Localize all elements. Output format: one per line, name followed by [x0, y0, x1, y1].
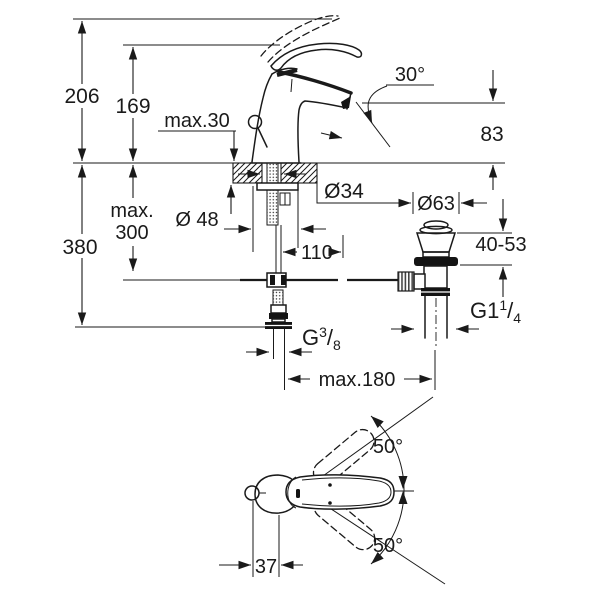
dim-depth-total: 380 — [62, 236, 97, 259]
spout-top-edge — [277, 70, 353, 95]
dim-rod-max-2: 300 — [115, 222, 148, 244]
adjuster-knob — [397, 271, 415, 292]
dim-swivel-bottom: 50° — [373, 535, 403, 557]
dim-waste-thread: G11/4 — [470, 297, 521, 326]
faucet-body — [247, 42, 363, 164]
dim-handle-offset: 37 — [255, 556, 277, 578]
popup-rod-stem — [257, 127, 268, 148]
stopper-cap — [423, 220, 449, 230]
dim-waste-flange: Ø63 — [417, 193, 455, 215]
side-view-faucet — [73, 15, 505, 390]
top-view-faucet: 50° 50° 37 — [219, 396, 446, 585]
lever-joint-band — [276, 68, 298, 77]
lever-handle-side — [270, 42, 363, 71]
rod-port — [413, 273, 426, 290]
rubber-gasket — [414, 257, 458, 266]
aerator — [341, 96, 351, 109]
dim-clamp-range: 40-53 — [475, 234, 526, 256]
dim-spout-height: 83 — [480, 123, 503, 146]
dimensions-upper: 206 169 max.30 30° 83 Ø34 max. 300 380 — [62, 21, 527, 391]
dim-deck-max: max.30 — [164, 110, 230, 132]
dim-height-total: 206 — [64, 85, 99, 108]
popup-waste-assembly — [397, 220, 458, 348]
dim-supply-thread: G3/8 — [302, 324, 341, 353]
dim-spout-angle: 30° — [395, 64, 425, 86]
waste-body — [423, 265, 448, 289]
dim-swivel-top: 50° — [373, 436, 403, 458]
lever-swivel-up-dashed — [312, 428, 375, 485]
spout-angle-annotation — [320, 84, 434, 148]
waste-neck — [422, 251, 450, 258]
lever-raised-dashed — [260, 15, 341, 63]
mounting-washer — [256, 182, 299, 191]
popup-rod-knob — [247, 114, 263, 130]
dim-rod-max-1: max. — [110, 200, 153, 222]
supply-connection — [265, 289, 292, 390]
dim-height-spout: 169 — [115, 95, 150, 118]
waste-flange — [415, 232, 457, 253]
body-inner-line — [290, 78, 293, 93]
lever-top-view — [285, 474, 395, 510]
dim-hose-max: max.180 — [319, 369, 396, 391]
swivel-arc — [370, 415, 405, 565]
popup-linkage — [123, 272, 399, 288]
dim-rod-offset: 110 — [301, 242, 333, 264]
flow-direction-arrow — [320, 131, 343, 140]
lever-swivel-down-dashed — [313, 494, 376, 551]
dim-hole-diameter: Ø34 — [324, 180, 364, 203]
dim-base-diameter: Ø 48 — [175, 209, 218, 231]
